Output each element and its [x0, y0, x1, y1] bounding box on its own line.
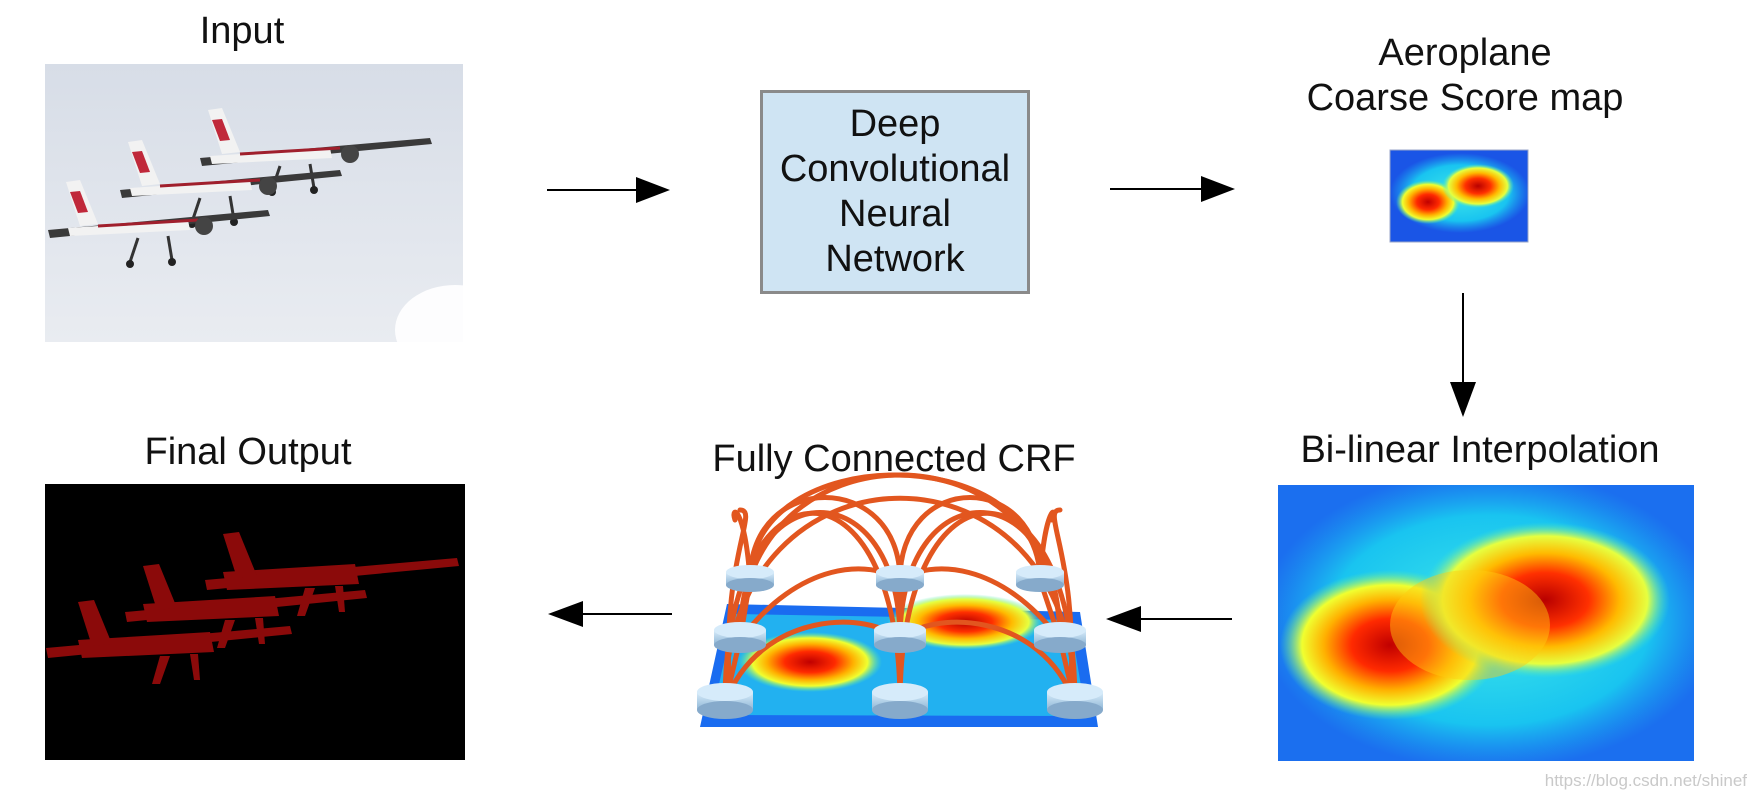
- label-final-output: Final Output: [144, 431, 352, 473]
- arrow-down: [1450, 293, 1476, 417]
- bilinear-map: [1278, 485, 1694, 761]
- dcnn-line-4: Network: [825, 238, 965, 280]
- arrow-right-1: [547, 177, 670, 203]
- dcnn-box: Deep Convolutional Neural Network: [760, 90, 1030, 294]
- dcnn-line-2: Convolutional: [779, 148, 1011, 190]
- airplane-icon: [120, 140, 342, 228]
- watermark: https://blog.csdn.net/shinef: [1544, 771, 1747, 790]
- input-photo: [45, 64, 463, 342]
- crf-nodes: [697, 565, 1103, 719]
- dcnn-line-1: Deep: [849, 103, 941, 145]
- label-input: Input: [199, 10, 285, 52]
- crf-graph: [697, 472, 1103, 727]
- segmentation-mask: [45, 484, 465, 760]
- coarse-score-map: [1389, 149, 1529, 243]
- dcnn-line-3: Neural: [839, 193, 951, 235]
- label-crf: Fully Connected CRF: [712, 438, 1076, 480]
- arrow-left-1: [1106, 606, 1232, 632]
- airplane-icon: [48, 180, 270, 268]
- label-bilinear: Bi-linear Interpolation: [1300, 429, 1660, 471]
- label-aeroplane: Aeroplane: [1378, 32, 1552, 74]
- arrow-right-2: [1110, 176, 1235, 202]
- label-coarse-score-map: Coarse Score map: [1306, 77, 1624, 119]
- arrow-left-2: [548, 601, 672, 627]
